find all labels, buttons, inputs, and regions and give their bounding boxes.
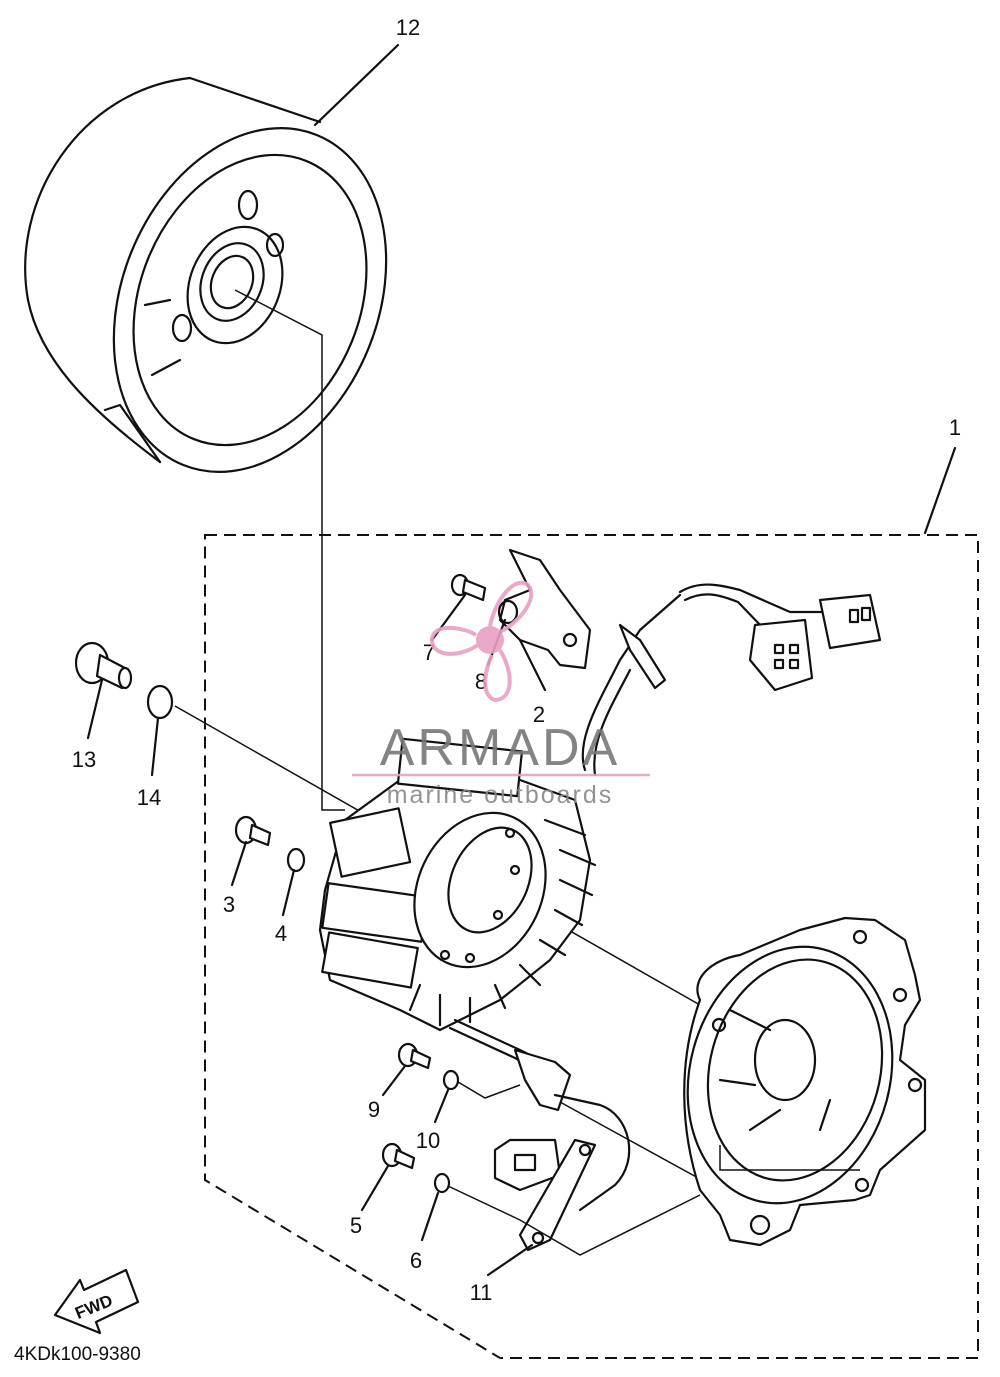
- flywheel-rotor: [24, 76, 388, 473]
- callout-3: 3: [223, 892, 235, 917]
- leader-line-12: [313, 43, 400, 127]
- washer-4: [286, 847, 306, 873]
- callout-14: 14: [137, 785, 161, 810]
- pickup-coil: [493, 1138, 597, 1252]
- stator-housing: [683, 916, 927, 1247]
- stator-coil: [318, 737, 597, 1032]
- screw-5: [381, 1142, 416, 1170]
- leader-line-6: [420, 1191, 440, 1242]
- armada-watermark: ARMADA marine outboards: [352, 580, 650, 809]
- lead-wire-bracket: [498, 548, 592, 670]
- washer-10: [442, 1069, 460, 1091]
- shaft-centerline: [234, 289, 345, 811]
- forward-direction-arrow: FWD: [53, 1268, 140, 1335]
- leader-line-4: [281, 868, 296, 917]
- callout-1: 1: [949, 415, 961, 440]
- callout-6: 6: [410, 1248, 422, 1273]
- leader-line-1: [923, 446, 957, 535]
- propeller-logo: [429, 580, 534, 703]
- washer-6: [433, 1172, 451, 1194]
- callout-2: 2: [533, 702, 545, 727]
- callout-9: 9: [368, 1097, 380, 1122]
- leader-line-9: [381, 1064, 407, 1097]
- washer-14: [146, 684, 174, 720]
- screw-9: [397, 1042, 432, 1070]
- bolt-13: [74, 641, 133, 690]
- callout-11: 11: [470, 1280, 493, 1305]
- leader-line-2: [518, 638, 547, 692]
- screw-7: [450, 573, 487, 602]
- stator-wire-harness: [581, 583, 882, 777]
- leader-line-13: [86, 678, 104, 740]
- leader-line-14: [150, 716, 160, 777]
- screw-3: [234, 815, 272, 847]
- callout-12: 12: [396, 15, 420, 40]
- leader-line-11: [486, 1243, 534, 1277]
- diagram-code: 4KDk100-9380: [14, 1344, 141, 1365]
- callout-10: 10: [416, 1128, 440, 1153]
- watermark-tagline: marine outboards: [387, 781, 614, 809]
- callout-13: 13: [72, 747, 96, 772]
- stator-assembly-box: [204, 534, 979, 1359]
- leader-line-5: [360, 1164, 390, 1212]
- leader-line-3: [230, 840, 248, 887]
- watermark-brand: ARMADA: [380, 719, 620, 777]
- callout-5: 5: [350, 1213, 362, 1238]
- washer-8: [497, 599, 519, 625]
- pickup-coil-lead: [448, 1018, 721, 1212]
- callout-4: 4: [275, 921, 287, 946]
- leader-line-10: [433, 1088, 450, 1124]
